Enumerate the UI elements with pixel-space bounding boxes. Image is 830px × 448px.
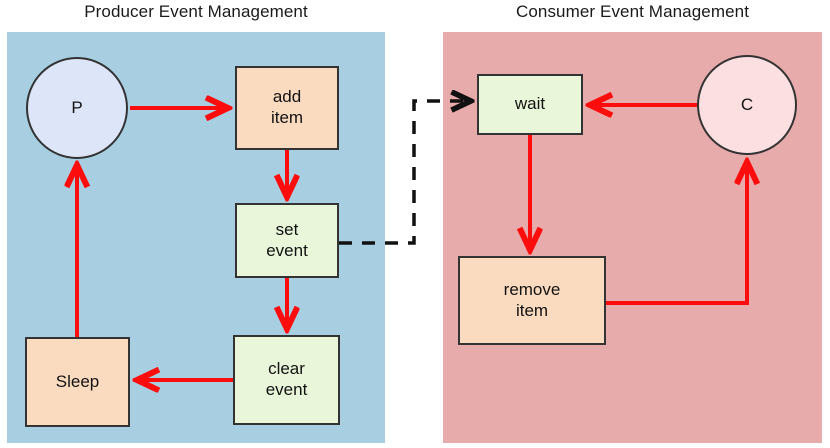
node-add-item[interactable]: add item <box>235 66 339 150</box>
node-set-event-label-line2: event <box>266 240 308 260</box>
node-clear-event[interactable]: clear event <box>233 335 340 425</box>
node-set-event[interactable]: set event <box>235 203 339 278</box>
node-sleep-label: Sleep <box>55 371 100 391</box>
node-set-event-label-line1: set <box>275 219 299 239</box>
node-sleep[interactable]: Sleep <box>25 337 130 427</box>
node-remove-item-label-line1: remove <box>503 279 561 299</box>
node-consumer-label: C <box>740 94 754 114</box>
node-producer-label: P <box>71 97 83 117</box>
node-clear-event-label-line1: clear <box>268 359 305 379</box>
node-remove-item-label-line2: item <box>515 300 549 320</box>
node-remove-item[interactable]: remove item <box>458 256 606 345</box>
node-wait[interactable]: wait <box>477 74 583 135</box>
node-add-item-label-line2: item <box>270 108 304 127</box>
node-add-item-label-line1: add <box>272 87 302 107</box>
consumer-panel-title: Consumer Event Management <box>515 2 750 21</box>
node-producer[interactable]: P <box>26 57 128 159</box>
node-consumer[interactable]: C <box>697 55 797 155</box>
node-wait-label: wait <box>514 94 546 114</box>
node-clear-event-label-line2: event <box>265 380 308 399</box>
producer-panel-title: Producer Event Management <box>84 2 308 21</box>
